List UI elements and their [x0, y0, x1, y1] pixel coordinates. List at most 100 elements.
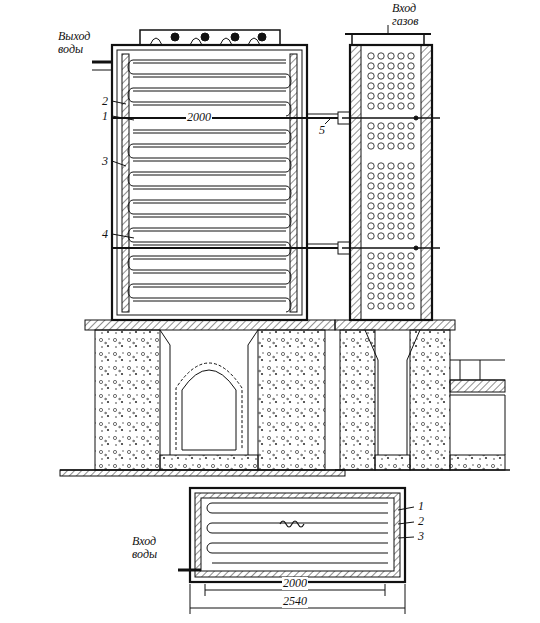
u-bend [286, 130, 291, 144]
tube-section [378, 283, 384, 289]
tube-section [408, 83, 414, 89]
tube-section [378, 263, 384, 269]
dimension: 2000 [282, 577, 308, 590]
tube-section [408, 253, 414, 259]
tube-section [398, 293, 404, 299]
tube-stroke [133, 74, 286, 75]
tube-section [368, 183, 374, 189]
tube-section [398, 83, 404, 89]
callout-number: 4 [102, 228, 108, 241]
tube-section [398, 93, 404, 99]
tube-section [388, 63, 394, 69]
tube-section [378, 293, 384, 299]
tube-section [378, 103, 384, 109]
tube-section [398, 123, 404, 129]
callout-number: 5 [319, 124, 325, 137]
tube-section [368, 173, 374, 179]
tube-section [368, 303, 374, 309]
tube-stroke [133, 245, 286, 246]
tube-section [368, 63, 374, 69]
tube-section [368, 103, 374, 109]
tube-section [378, 133, 384, 139]
dimension: 2000 [186, 111, 212, 124]
tube-section [378, 213, 384, 219]
u-bend [286, 74, 291, 88]
u-bend [128, 284, 133, 298]
tube-stroke [133, 231, 286, 232]
tube-stroke [133, 301, 286, 302]
tube-section [408, 223, 414, 229]
u-bend [128, 60, 133, 74]
tube-stroke [133, 186, 286, 187]
tube-section [388, 283, 394, 289]
tube-section [398, 193, 404, 199]
u-bend [286, 270, 291, 284]
tube-section [398, 173, 404, 179]
tube-section [408, 303, 414, 309]
callout-number: 2 [102, 95, 108, 108]
u-bend [128, 88, 133, 102]
tube-stroke [212, 532, 388, 533]
tube-stroke [212, 522, 388, 523]
tube-stroke [133, 287, 286, 288]
u-bend [207, 523, 212, 533]
tube-section [388, 193, 394, 199]
u-bend [128, 228, 133, 242]
tube-section [378, 273, 384, 279]
tube-section [378, 73, 384, 79]
tube-stroke [133, 214, 286, 215]
tube-section [398, 103, 404, 109]
u-bend [128, 256, 133, 270]
tube-section [378, 193, 384, 199]
tube-stroke [133, 63, 286, 64]
tube-stroke [133, 105, 286, 106]
tube-stroke [133, 144, 286, 145]
tube-section [398, 133, 404, 139]
tube-section [378, 143, 384, 149]
tube-section [398, 163, 404, 169]
tube-stroke [133, 298, 286, 299]
tube-section [408, 173, 414, 179]
tube-section [408, 93, 414, 99]
tube-section [388, 223, 394, 229]
tube-stroke [133, 242, 286, 243]
tube-stroke [133, 175, 286, 176]
callout-number: 1 [102, 110, 108, 123]
tube-section [408, 73, 414, 79]
tube-stroke [133, 133, 286, 134]
tube-section [378, 123, 384, 129]
tube-section [388, 263, 394, 269]
tube-stroke [133, 161, 286, 162]
u-bend [128, 172, 133, 186]
tube-section [388, 103, 394, 109]
tube-section [408, 193, 414, 199]
tube-section [388, 73, 394, 79]
tube-section [408, 263, 414, 269]
tube-stroke [133, 200, 286, 201]
tube-section [398, 283, 404, 289]
tube-stroke [212, 502, 388, 503]
tube-section [368, 203, 374, 209]
tube-section [398, 73, 404, 79]
tube-section [378, 303, 384, 309]
tube-section [368, 143, 374, 149]
tube-stroke [133, 273, 286, 274]
tube-section [408, 283, 414, 289]
tube-section [408, 183, 414, 189]
u-bend [286, 298, 291, 312]
u-bend [286, 158, 291, 172]
tube-section [378, 93, 384, 99]
tube-section [398, 143, 404, 149]
tube-section [398, 253, 404, 259]
tube-section [368, 93, 374, 99]
flow-label: Вход воды [132, 535, 182, 561]
tube-section [378, 53, 384, 59]
tube-section [408, 293, 414, 299]
tube-section [398, 213, 404, 219]
tube-section [388, 173, 394, 179]
tube-stroke [133, 228, 286, 229]
tube-section [388, 293, 394, 299]
tube-section [388, 203, 394, 209]
tube-section [368, 253, 374, 259]
